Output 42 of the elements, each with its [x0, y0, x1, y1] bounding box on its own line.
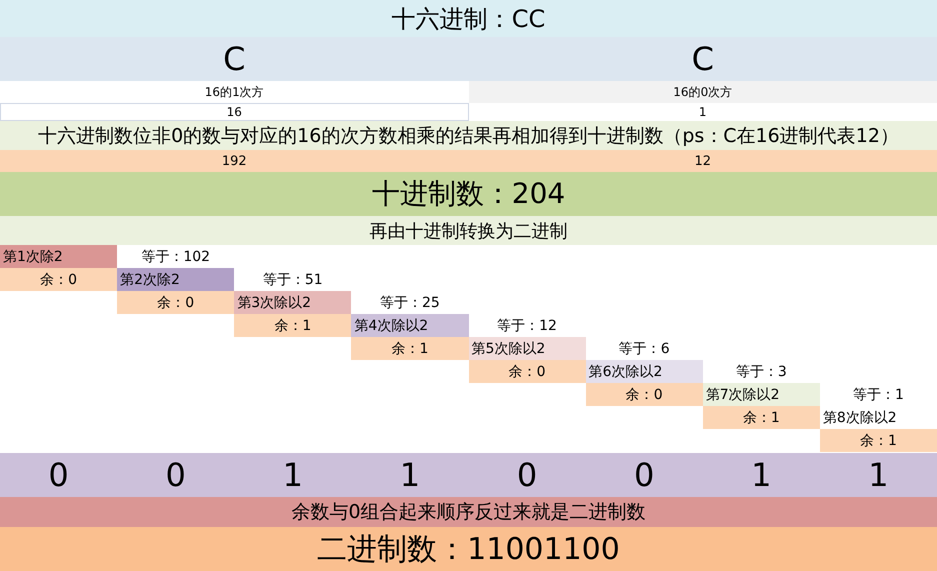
title-banner: 十六进制：CC	[0, 0, 937, 37]
decimal-result-banner: 十进制数：204	[0, 172, 937, 216]
product-cell: 192	[0, 150, 468, 172]
bit-cell: 1	[351, 453, 468, 497]
bit-cell: 1	[820, 453, 937, 497]
quotient-text: 等于：6	[618, 340, 671, 358]
bit-cell: 1	[234, 453, 352, 497]
quotient-text: 等于：102	[140, 248, 212, 266]
division-step-cell: 第4次除以2	[351, 314, 468, 337]
binary-result-banner: 二进制数：11001100	[0, 527, 937, 571]
bit-cell: 0	[468, 453, 586, 497]
note-banner: 余数与0组合起来顺序反过来就是二进制数	[0, 497, 937, 527]
bit-cell: 0	[0, 453, 118, 497]
remainder-cell: 余：1	[820, 429, 937, 452]
remainder-cell: 余：0	[0, 268, 118, 291]
hex-digit-cell: C	[0, 37, 468, 81]
quotient-text: 等于：3	[734, 362, 788, 382]
power-value-cell: 16	[0, 103, 468, 121]
division-step-cell: 第2次除2	[117, 268, 234, 291]
product-cell: 12	[468, 150, 937, 172]
division-step-cell: 第1次除2	[0, 245, 118, 268]
remainder-cell: 余：1	[234, 314, 352, 337]
remainder-cell: 余：1	[351, 337, 468, 360]
bit-cell: 1	[702, 453, 820, 497]
remainder-cell: 余：1	[702, 406, 820, 429]
division-step-cell: 第6次除以2	[586, 360, 703, 383]
remainder-cell: 余：0	[586, 383, 703, 406]
division-step-cell: 第3次除以2	[234, 291, 352, 314]
division-step-cell: 第5次除以2	[468, 337, 586, 360]
remainder-cell: 余：0	[117, 291, 234, 314]
step-heading: 再由十进制转换为二进制	[0, 216, 937, 245]
bit-cell: 0	[117, 453, 234, 497]
remainder-cell: 余：0	[468, 360, 586, 383]
division-step-cell: 第7次除以2	[702, 383, 820, 406]
explanation-text: 十六进制数位非0的数与对应的16的次方数相乘的结果再相加得到十进制数（ps：C在16进制代表12）	[0, 121, 937, 150]
power-label: 16的0次方	[468, 81, 937, 103]
quotient-text: 等于：51	[262, 270, 324, 290]
quotient-text: 等于：12	[496, 316, 558, 336]
hex-digit-cell: C	[468, 37, 937, 81]
bit-cell: 0	[586, 453, 703, 497]
quotient-text: 等于：1	[852, 386, 905, 404]
quotient-text: 等于：25	[379, 294, 441, 312]
